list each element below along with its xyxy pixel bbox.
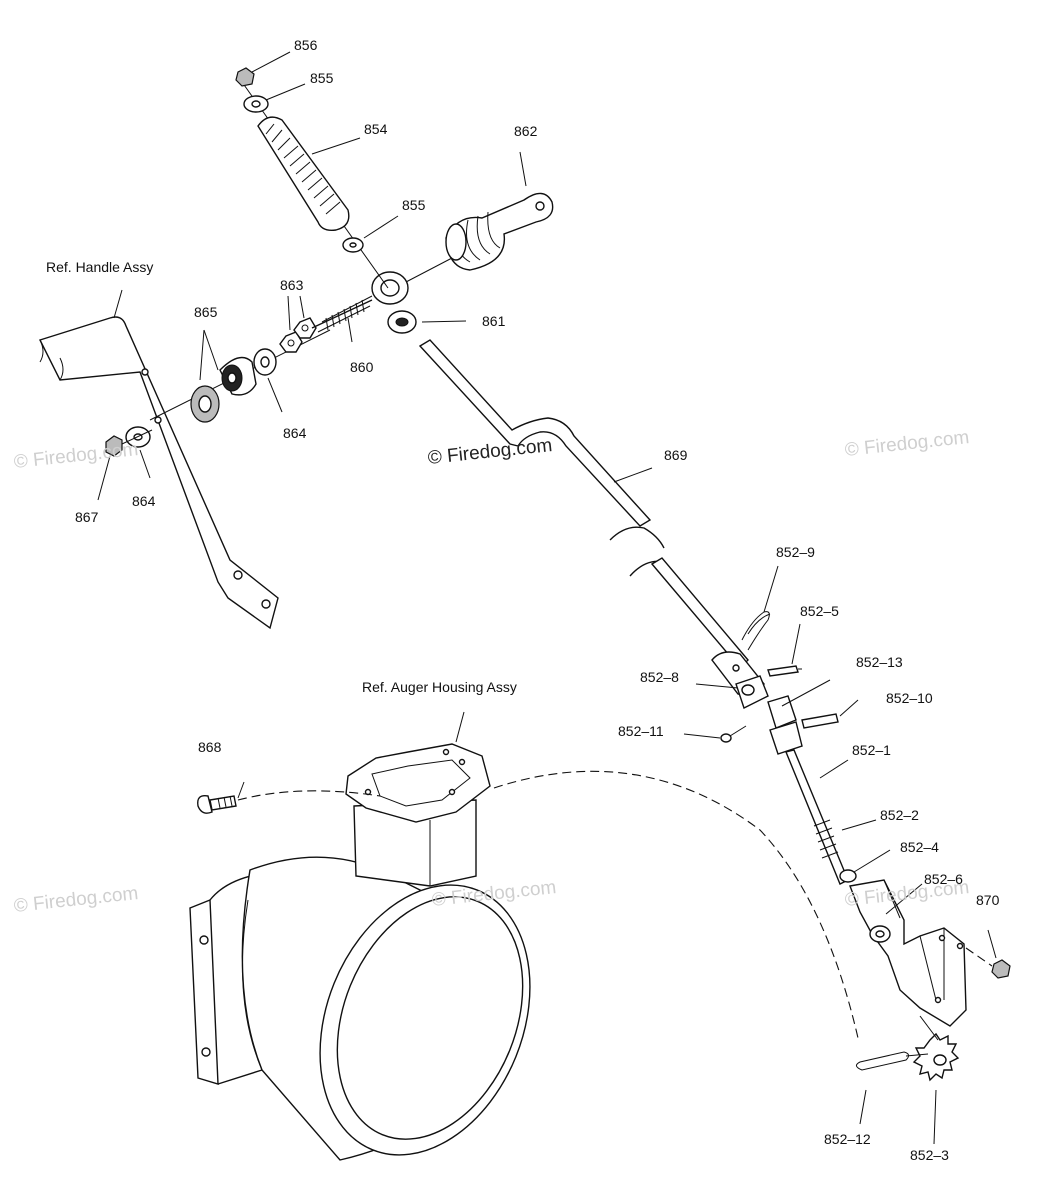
- bushing: [387, 310, 417, 334]
- callout-855-mid: 855: [402, 197, 426, 213]
- callout-864-right: 864: [283, 425, 307, 441]
- callout-852-2: 852–2: [880, 807, 919, 823]
- control-rod: [418, 339, 765, 697]
- ref-handle-assembly-label: Ref. Handle Assy: [46, 259, 154, 275]
- chute-ring: [189, 856, 531, 1161]
- callout-862: 862: [514, 123, 538, 139]
- callout-852-5: 852–5: [800, 603, 839, 619]
- callout-852-9: 852–9: [776, 544, 815, 560]
- callout-867: 867: [75, 509, 99, 525]
- callout-869: 869: [664, 447, 688, 463]
- callout-863: 863: [280, 277, 304, 293]
- callout-852-11: 852–11: [618, 723, 664, 739]
- universal-joint: [720, 675, 839, 755]
- auger-housing-neck: [345, 743, 491, 887]
- callout-861: 861: [482, 313, 506, 329]
- callout-854: 854: [364, 121, 388, 137]
- crank-knob: [405, 192, 554, 283]
- callout-852-6: 852–6: [924, 871, 963, 887]
- callout-856: 856: [294, 37, 318, 53]
- callout-864-left: 864: [132, 493, 156, 509]
- callout-870: 870: [976, 892, 1000, 908]
- mounting-bracket: [849, 879, 1011, 1027]
- callout-852-3: 852–3: [910, 1147, 949, 1163]
- callout-860: 860: [350, 359, 374, 375]
- handle-bar: [39, 316, 279, 630]
- callout-852-13: 852–13: [856, 654, 903, 670]
- clip-and-pin: [741, 611, 802, 677]
- callout-852-10: 852–10: [886, 690, 933, 706]
- pivot-parts: [105, 271, 409, 457]
- callout-868: 868: [198, 739, 222, 755]
- callout-852-1: 852–1: [852, 742, 891, 758]
- callout-852-8: 852–8: [640, 669, 679, 685]
- lower-shaft: [785, 749, 857, 885]
- pinion-gear: [856, 1015, 960, 1082]
- grip-assembly: [235, 67, 389, 289]
- ref-auger-housing-label: Ref. Auger Housing Assy: [362, 679, 517, 695]
- callout-852-12: 852–12: [824, 1131, 871, 1147]
- leader-lines: [97, 51, 997, 1145]
- bolt-and-reference-arc: [197, 770, 859, 1039]
- callout-852-4: 852–4: [900, 839, 939, 855]
- callout-865: 865: [194, 304, 218, 320]
- callout-855-top: 855: [310, 70, 334, 86]
